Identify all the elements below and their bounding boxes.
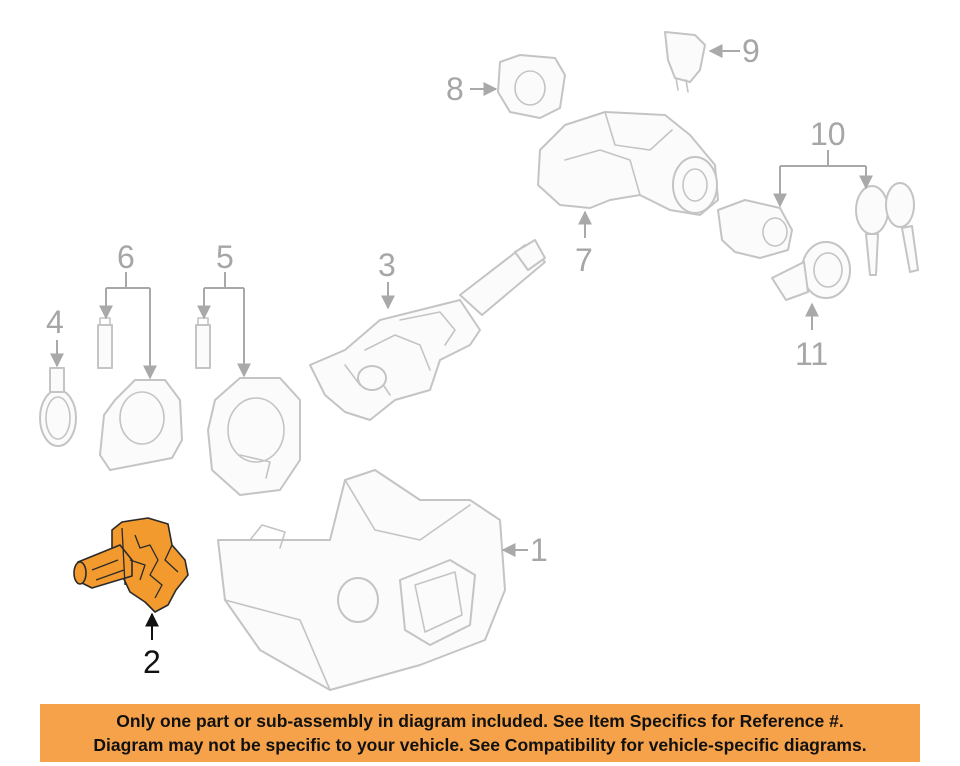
part-7-lock-housing xyxy=(537,111,719,216)
parts-diagram: 1 2 3 4 xyxy=(39,31,919,691)
callout-8-number: 8 xyxy=(446,71,464,107)
part-3-switch-assembly xyxy=(309,239,546,421)
callout-11: 11 xyxy=(795,302,828,372)
callout-6: 6 xyxy=(99,239,157,380)
callout-11-number: 11 xyxy=(795,336,828,372)
callout-8: 8 xyxy=(446,71,498,107)
callout-9: 9 xyxy=(708,33,760,69)
notice-banner: Only one part or sub-assembly in diagram… xyxy=(40,704,920,762)
callout-6-number: 6 xyxy=(117,239,135,275)
callout-2: 2 xyxy=(143,612,161,680)
part-5-clock-spring xyxy=(195,317,301,496)
part-4-clamp xyxy=(39,367,77,447)
callout-3: 3 xyxy=(378,247,396,310)
callout-5: 5 xyxy=(197,239,251,378)
part-6-spiral-cable xyxy=(97,317,183,471)
callout-10-number: 10 xyxy=(810,116,846,152)
part-10-lock-and-keys xyxy=(717,182,919,276)
part-8-switch xyxy=(497,54,566,119)
callout-10: 10 xyxy=(773,116,873,208)
notice-line-2: Diagram may not be specific to your vehi… xyxy=(93,735,867,755)
part-1-column-cover xyxy=(217,469,506,691)
callout-1: 1 xyxy=(501,532,548,568)
part-2-highlighted-switch xyxy=(73,517,189,613)
callout-4-number: 4 xyxy=(46,304,64,340)
callout-7-number: 7 xyxy=(575,242,593,278)
callout-1-number: 1 xyxy=(530,532,548,568)
callout-4: 4 xyxy=(46,304,64,368)
notice-line-1: Only one part or sub-assembly in diagram… xyxy=(116,711,844,731)
part-11-ring xyxy=(771,241,851,301)
callout-7: 7 xyxy=(575,210,593,278)
part-9-sensor xyxy=(664,31,706,93)
callout-3-number: 3 xyxy=(378,247,396,283)
callout-9-number: 9 xyxy=(742,33,760,69)
callout-2-number: 2 xyxy=(143,644,161,680)
callout-5-number: 5 xyxy=(216,239,234,275)
